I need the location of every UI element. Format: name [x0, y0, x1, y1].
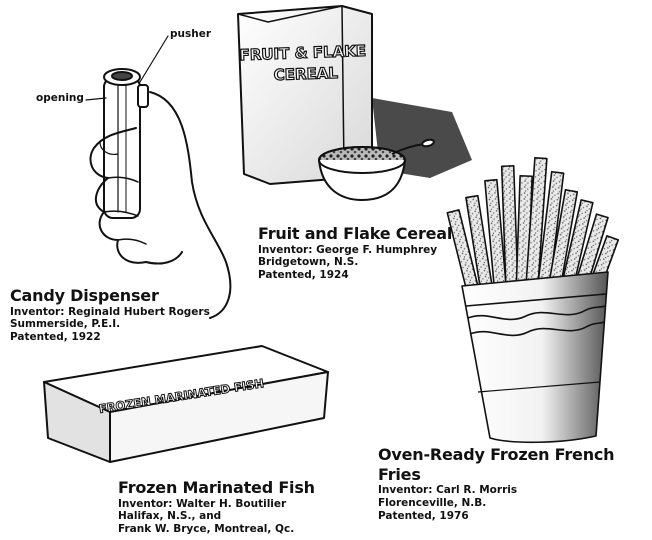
- caption-frozen-marinated-fish: Frozen Marinated Fish Inventor: Walter H…: [118, 478, 315, 536]
- caption-location-2: Frank W. Bryce, Montreal, Qc.: [118, 523, 295, 536]
- candy-dispenser-illustration: [85, 35, 232, 319]
- fries-cup: [461, 271, 609, 444]
- pusher-label: pusher: [170, 28, 212, 40]
- pusher-callout-line: [139, 35, 169, 83]
- caption-inventor: Inventor: Carl R. Morris: [378, 484, 518, 497]
- caption-inventor: Inventor: Reginald Hubert Rogers: [10, 305, 210, 318]
- caption-inventor: Inventor: Walter H. Boutilier: [118, 497, 287, 510]
- caption-title: Fruit and Flake Cereal: [258, 224, 453, 243]
- caption-patent: Patented, 1922: [10, 331, 101, 344]
- caption-fruit-flake-cereal: Fruit and Flake Cereal Inventor: George …: [258, 224, 452, 282]
- fries: [446, 156, 620, 302]
- spoon: [391, 143, 425, 155]
- caption-oven-ready-fries: Oven-Ready Frozen French Fries Inventor:…: [378, 445, 652, 522]
- caption-candy-dispenser: Candy Dispenser Inventor: Reginald Huber…: [10, 286, 210, 344]
- caption-title: Candy Dispenser: [10, 286, 159, 305]
- cereal-box-label-line2: CEREAL: [273, 64, 338, 84]
- french-fries-illustration: [446, 156, 620, 444]
- caption-location: Summerside, P.E.I.: [10, 318, 121, 331]
- caption-location: Bridgetown, N.S.: [258, 256, 359, 269]
- dispenser-tube: [103, 77, 141, 219]
- dispenser-pusher: [137, 84, 149, 108]
- cereal-bowl: [318, 159, 406, 201]
- opening-callout-line: [85, 97, 107, 101]
- fish-box-illustration: [43, 345, 329, 463]
- cereal-illustration: [237, 5, 472, 201]
- caption-location: Halifax, N.S., and: [118, 510, 222, 523]
- caption-patent: Patented, 1924: [258, 269, 349, 282]
- fish-box-side: [109, 371, 329, 463]
- caption-inventor: Inventor: George F. Humphrey: [258, 243, 438, 256]
- caption-title: Oven-Ready Frozen French Fries: [378, 445, 615, 484]
- caption-title: Frozen Marinated Fish: [118, 478, 315, 497]
- opening-label: opening: [36, 92, 84, 104]
- caption-location: Florenceville, N.B.: [378, 496, 487, 509]
- caption-patent: Patented, 1976: [378, 509, 469, 522]
- cereal-box-label-line1: FRUIT & FLAKE: [239, 42, 366, 64]
